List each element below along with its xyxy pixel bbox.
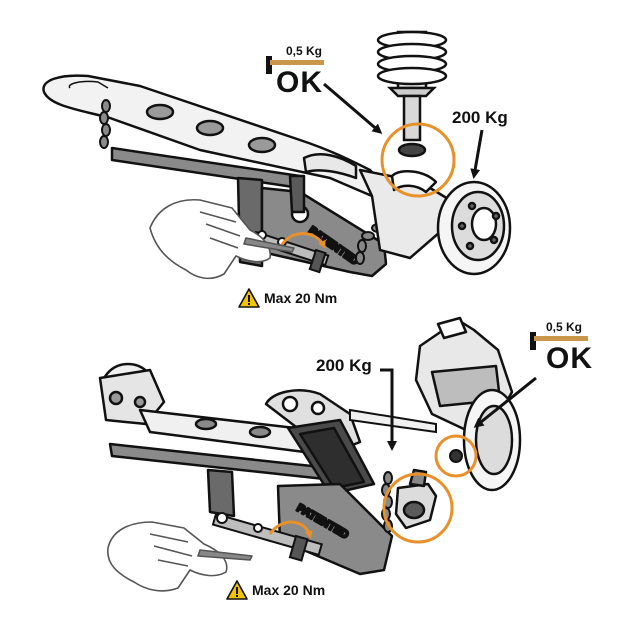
bottom-ok-arrow — [473, 376, 537, 428]
top-torque-text: Max 20 Nm — [264, 290, 338, 306]
bottom-support-frame: PATENTED — [264, 389, 394, 576]
warning-triangle-icon — [238, 288, 260, 308]
bottom-brake-caliper — [414, 316, 522, 492]
bottom-ok-label: OK — [546, 342, 593, 375]
top-trailing-arm — [42, 74, 390, 198]
top-coil-spring — [376, 30, 448, 158]
bottom-bolt-highlight — [434, 434, 478, 478]
bottom-hand-icon — [107, 521, 253, 592]
top-small-weight-label: 0,5 Kg — [286, 44, 323, 58]
bottom-rotation-arrow-icon — [268, 520, 313, 539]
bottom-assembly: PATENTED — [98, 316, 588, 592]
top-wheel-hub — [358, 168, 512, 276]
rotation-arrow-icon — [278, 232, 326, 249]
bottom-heavy-weight-label: 200 Kg — [316, 356, 372, 375]
top-heavy-weight-label: 200 Kg — [452, 108, 508, 127]
bottom-torque-warning: Max 20 Nm — [226, 580, 325, 600]
bottom-adjust-screw — [211, 512, 323, 562]
hand-icon — [149, 198, 295, 280]
bottom-torque-text: Max 20 Nm — [252, 582, 326, 598]
top-200kg-arrow — [470, 129, 484, 179]
top-highlight-circle — [380, 122, 456, 198]
bottom-small-weight-label: 0,5 Kg — [546, 320, 583, 334]
top-ok-arrow — [323, 82, 383, 134]
weight-indicator-icon — [266, 56, 324, 74]
top-assembly: PATENTED — [42, 30, 512, 280]
top-ok-label: OK — [276, 66, 323, 99]
bottom-ball-highlight — [382, 472, 454, 544]
top-hook-chain — [99, 99, 111, 149]
bottom-weight-indicator-icon — [530, 332, 588, 350]
top-torque-warning: Max 20 Nm — [238, 288, 337, 308]
bottom-200kg-arrow — [380, 368, 397, 451]
bottom-warning-triangle-icon — [226, 580, 248, 600]
